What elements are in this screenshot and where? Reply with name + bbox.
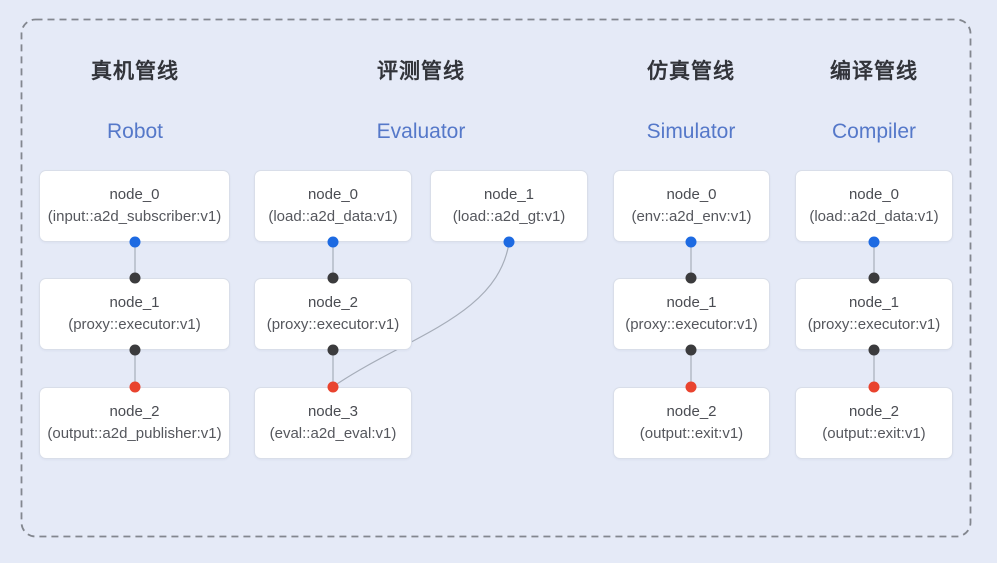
- port-dot-blue: [327, 236, 339, 248]
- node-type: (proxy::executor:v1): [68, 316, 201, 333]
- node-simulator-1: node_1 (proxy::executor:v1): [613, 278, 770, 350]
- node-robot-1: node_1 (proxy::executor:v1): [39, 278, 230, 350]
- node-type: (proxy::executor:v1): [807, 316, 941, 333]
- gt-to-eval-curve: [333, 242, 510, 387]
- node-name: node_1: [483, 186, 535, 203]
- node-name: node_0: [848, 186, 900, 203]
- node-name: node_3: [307, 403, 359, 420]
- port-dot-black: [327, 344, 339, 356]
- node-robot-0: node_0 (input::a2d_subscriber:v1): [39, 170, 230, 242]
- node-name: node_2: [666, 403, 717, 420]
- port-dot-red: [327, 381, 339, 393]
- node-type: (output::exit:v1): [822, 425, 926, 442]
- port-dot-black: [868, 344, 880, 356]
- port-dot-red: [685, 381, 697, 393]
- node-compiler-1: node_1 (proxy::executor:v1): [795, 278, 953, 350]
- node-type: (input::a2d_subscriber:v1): [47, 208, 222, 225]
- pipeline-title-en: Evaluator: [376, 120, 466, 143]
- port-dot-black: [129, 272, 141, 284]
- node-name: node_0: [666, 186, 717, 203]
- node-name: node_2: [848, 403, 900, 420]
- pipeline-title-zh: 真机管线: [91, 60, 179, 83]
- node-compiler-0: node_0 (load::a2d_data:v1): [795, 170, 953, 242]
- node-type: (proxy::executor:v1): [266, 316, 400, 333]
- node-name: node_0: [307, 186, 359, 203]
- node-type: (proxy::executor:v1): [625, 316, 758, 333]
- node-name: node_1: [109, 294, 160, 311]
- node-evaluator-3: node_3 (eval::a2d_eval:v1): [254, 387, 412, 459]
- header-compiler: 编译管线 Compiler: [774, 58, 974, 146]
- port-dot-red: [129, 381, 141, 393]
- node-type: (env::a2d_env:v1): [631, 208, 752, 225]
- node-name: node_1: [848, 294, 900, 311]
- node-type: (load::a2d_data:v1): [268, 208, 398, 225]
- port-dot-black: [327, 272, 339, 284]
- port-dot-black: [129, 344, 141, 356]
- node-name: node_2: [307, 294, 359, 311]
- node-type: (load::a2d_gt:v1): [452, 208, 566, 225]
- port-dot-blue: [503, 236, 515, 248]
- node-type: (output::a2d_publisher:v1): [47, 425, 222, 442]
- pipeline-title-en: Robot: [106, 120, 164, 143]
- node-type: (output::exit:v1): [639, 425, 744, 442]
- node-simulator-0: node_0 (env::a2d_env:v1): [613, 170, 770, 242]
- node-simulator-2: node_2 (output::exit:v1): [613, 387, 770, 459]
- node-evaluator-2: node_2 (proxy::executor:v1): [254, 278, 412, 350]
- port-dot-black: [685, 344, 697, 356]
- pipeline-title-en: Compiler: [831, 120, 917, 143]
- node-name: node_1: [666, 294, 717, 311]
- pipeline-title-en: Simulator: [646, 120, 736, 143]
- node-type: (eval::a2d_eval:v1): [269, 425, 397, 442]
- node-evaluator-1: node_1 (load::a2d_gt:v1): [430, 170, 588, 242]
- pipeline-title-zh: 仿真管线: [647, 60, 735, 83]
- port-dot-blue: [868, 236, 880, 248]
- pipeline-title-zh: 评测管线: [377, 60, 465, 83]
- node-robot-2: node_2 (output::a2d_publisher:v1): [39, 387, 230, 459]
- node-compiler-2: node_2 (output::exit:v1): [795, 387, 953, 459]
- header-simulator: 仿真管线 Simulator: [591, 58, 791, 146]
- node-name: node_2: [109, 403, 160, 420]
- port-dot-black: [868, 272, 880, 284]
- header-robot: 真机管线 Robot: [35, 58, 235, 146]
- port-dot-red: [868, 381, 880, 393]
- node-name: node_0: [109, 186, 160, 203]
- port-dot-blue: [129, 236, 141, 248]
- header-evaluator: 评测管线 Evaluator: [321, 58, 521, 146]
- port-dot-black: [685, 272, 697, 284]
- node-type: (load::a2d_data:v1): [809, 208, 939, 225]
- pipeline-title-zh: 编译管线: [830, 60, 918, 83]
- dashed-frame: [20, 18, 972, 538]
- port-dot-blue: [685, 236, 697, 248]
- node-evaluator-0: node_0 (load::a2d_data:v1): [254, 170, 412, 242]
